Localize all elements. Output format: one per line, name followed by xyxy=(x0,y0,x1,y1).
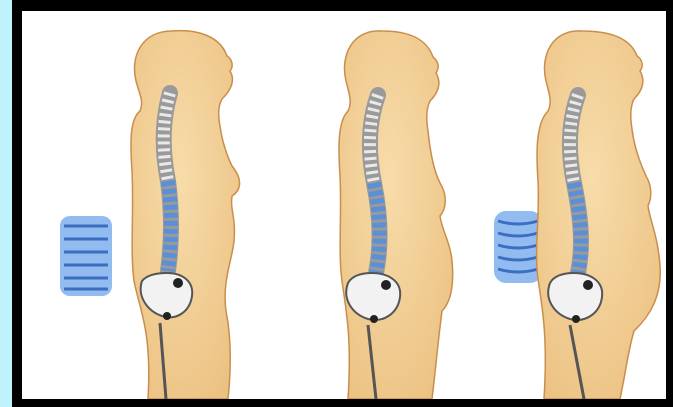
vertebrae-detail-inset-3 xyxy=(494,211,542,283)
figure-1 xyxy=(60,31,240,399)
spine-2 xyxy=(370,95,380,273)
figure-2 xyxy=(339,31,453,399)
vertebrae-detail-inset-1 xyxy=(60,216,112,296)
figure-3 xyxy=(494,31,660,399)
body-silhouette-2 xyxy=(339,31,453,399)
spine-1 xyxy=(164,93,171,271)
body-silhouette-3 xyxy=(537,31,661,399)
posture-illustration xyxy=(22,11,666,399)
body-silhouette-1 xyxy=(131,31,240,399)
illustration-panel xyxy=(22,11,666,399)
